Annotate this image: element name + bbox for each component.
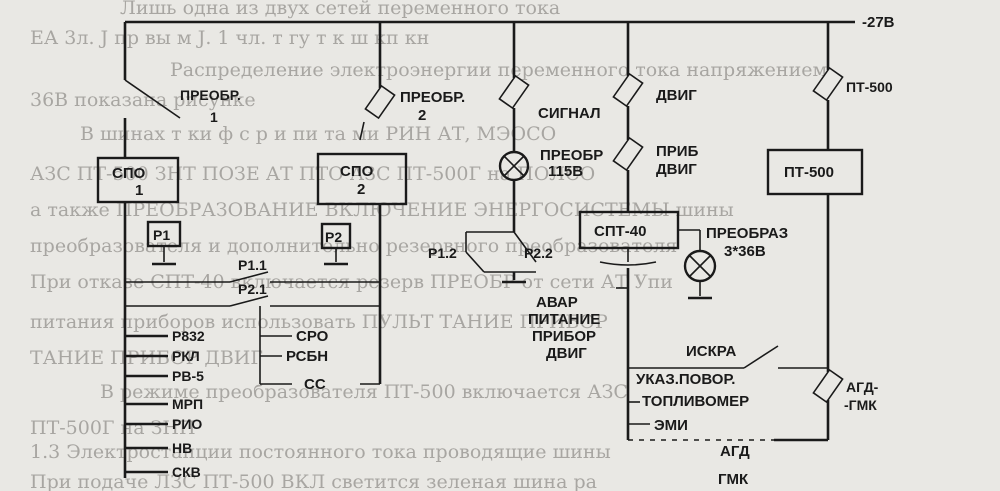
branch-preobr-2: ПРЕОБР. 2 СПО 2 Р2 <box>316 22 465 385</box>
load-rio: РИО <box>172 416 202 432</box>
load-avar-3: ПРИБОР <box>532 328 596 345</box>
bg-line-14: 1.3 Электростанции постоянного тока пров… <box>30 441 611 463</box>
bg-line-11: ТАНИЕ ПРИБОР ДВИГ <box>30 347 263 369</box>
contact-p22-label: Р2.2 <box>524 245 553 261</box>
load-agd: АГД <box>720 443 750 460</box>
load-p832: Р832 <box>172 328 205 344</box>
fuse-prib-label: ПРИБ <box>656 143 699 160</box>
fuse-agd-label: АГД- <box>846 379 879 395</box>
spo1-label: СПО <box>112 165 146 182</box>
lamp-cross <box>688 254 712 278</box>
avar-loads: АВАР ПИТАНИЕ ПРИБОР ДВИГ <box>528 294 600 362</box>
spo2-label: СПО <box>340 163 374 180</box>
load-emi: ЭМИ <box>654 417 688 434</box>
fuse-pt500 <box>812 66 844 102</box>
fuse-preobr2-label: ПРЕОБР. <box>400 89 465 106</box>
load-avar-2: ПИТАНИЕ <box>528 311 600 328</box>
load-skv: СКВ <box>172 464 201 480</box>
load-rv5: РВ-5 <box>172 368 204 384</box>
fuse-signal-label: СИГНАЛ <box>538 105 601 122</box>
fuse-agd <box>812 368 844 404</box>
fuse-pt500-label: ПТ-500 <box>846 79 893 95</box>
fuse-signal <box>498 74 530 110</box>
bg-line-3: Распределение электроэнергии переменного… <box>170 59 827 81</box>
load-ss: СС <box>304 376 326 393</box>
load-avar-1: АВАР <box>536 294 578 311</box>
fuse-preobr2-num: 2 <box>418 107 426 124</box>
load-rkl: РКЛ <box>172 348 200 364</box>
load-sro: СРО <box>296 328 329 345</box>
spo2-block <box>316 152 408 206</box>
left-loads: Р832 РКЛ РВ-5 МРП РИО НВ СКВ <box>125 328 205 480</box>
agd-loads: АГД ГМК <box>718 443 750 488</box>
load-rsbn: РСБН <box>286 348 328 365</box>
load-gmk: ГМК <box>718 471 749 488</box>
lamp-preobraz36-volt: 3*36В <box>724 243 766 260</box>
mid-loads: СРО РСБН СС <box>259 306 329 393</box>
relay-p1-label: Р1 <box>153 227 170 243</box>
branch-preobr-1: ПРЕОБР. 1 СПО 1 Р1 <box>96 22 241 478</box>
lamp-cross <box>503 155 525 177</box>
fuse-prib <box>612 136 644 172</box>
fuse-preobr1-num: 1 <box>210 109 218 125</box>
relay-p2-label: Р2 <box>325 229 342 245</box>
lamp-preobraz36-group: ПРЕОБРАЗ 3*36В <box>678 225 788 300</box>
bg-line-15: При подаче ЛЗС ПТ-500 ВКЛ светится зелен… <box>30 471 597 491</box>
bg-line-13: ПТ-500Г на ЗНП <box>30 417 196 439</box>
contact-p12 <box>465 251 485 273</box>
spo1-block <box>96 156 180 204</box>
bg-line-4: 36В показана рисунке <box>30 89 256 111</box>
spo2-num: 2 <box>357 181 365 198</box>
load-ukaz-povor: УКАЗ.ПОВОР. <box>636 371 735 388</box>
spo1-num: 1 <box>135 182 143 199</box>
bg-line-7: а также ПРЕОБРАЗОВАНИЕ ВКЛЮЧЕНИЕ ЭНЕРГОС… <box>30 199 734 221</box>
brace <box>599 261 657 266</box>
fuse-prib-label-2: ДВИГ <box>656 161 697 178</box>
pt500-label: ПТ-500 <box>784 164 834 181</box>
relay-contacts-mid: Р1.1 Р2.1 <box>125 257 380 307</box>
iskra-contact <box>743 345 779 369</box>
spt40-label: СПТ-40 <box>594 223 646 240</box>
bg-line-1: Лишь одна из двух сетей переменного тока <box>120 0 560 19</box>
fuse-preobr2 <box>364 84 396 120</box>
iskra-switch-group: ИСКРА <box>628 343 828 369</box>
contact-p21 <box>229 295 269 307</box>
contact-p12-label: Р1.2 <box>428 245 457 261</box>
load-nv: НВ <box>172 440 192 456</box>
lamp-preobraz36-label: ПРЕОБРАЗ <box>706 225 788 242</box>
contact-p11 <box>229 271 269 283</box>
iskra-label: ИСКРА <box>686 343 736 360</box>
branch-dvig-prib: ДВИГ ПРИБ ДВИГ СПТ-40 <box>578 22 699 440</box>
bg-line-2: ЕА 3л. Ј пр вы м Ј. 1 чл. т гу т к ш кп … <box>30 27 429 49</box>
contact-p11-label: Р1.1 <box>238 257 267 273</box>
right-loads: УКАЗ.ПОВОР. ТОПЛИВОМЕР ЭМИ <box>628 371 749 434</box>
fuse-agd-label-2: -ГМК <box>844 397 877 413</box>
fuse-dvig-label: ДВИГ <box>656 87 697 104</box>
load-toplivomer: ТОПЛИВОМЕР <box>642 393 749 410</box>
fuse-preobr1-link <box>124 79 181 119</box>
bg-line-12: В режиме преобразователя ПТ-500 включает… <box>100 381 628 403</box>
lamp-preobr115-label: ПРЕОБР <box>540 147 603 164</box>
bus-label: -27В <box>862 14 895 31</box>
contact-p22 <box>513 231 537 263</box>
bg-line-8: преобразователя и дополнительно резервно… <box>30 235 677 257</box>
bg-line-6: АЗС ПТ-500 ЗНТ ПОЗЕ АТ ПТО АЗС ПТ-500Г н… <box>30 163 595 185</box>
fuse-preobr1-label: ПРЕОБР. <box>180 87 241 103</box>
load-mrp: МРП <box>172 396 203 412</box>
lamp-preobr115-volt: 115В <box>548 163 583 180</box>
load-avar-4: ДВИГ <box>546 345 587 362</box>
branch-signal: СИГНАЛ ПРЕОБР 115В Р2.2 Р1.2 <box>428 22 603 284</box>
contact-p21-label: Р2.1 <box>238 281 267 297</box>
pt500-block <box>766 148 864 196</box>
branch-pt500: ПТ-500 ПТ-500 АГД- -ГМК <box>766 22 893 442</box>
bg-line-5: В шинах т ки ф с р и пи та ми РИН АТ, МЭ… <box>80 123 556 145</box>
bg-line-10: питания приборов использовать ПУЛЬТ ТАНИ… <box>30 311 608 333</box>
wire <box>359 121 365 141</box>
fuse-dvig <box>612 72 644 108</box>
